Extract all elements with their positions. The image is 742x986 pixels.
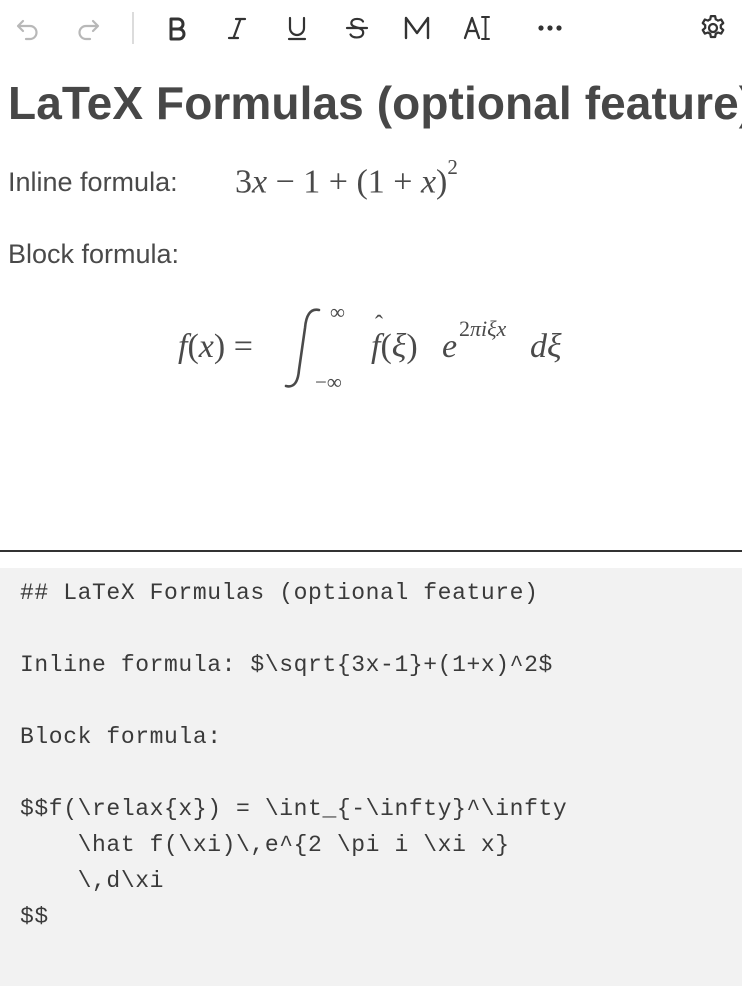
block-formula: f(x) = ∞ −∞ f(ξ) ˆ e 2πiξx dξ [178,300,562,394]
svg-text:∞: ∞ [330,300,345,324]
code-line: Inline formula: $\sqrt{3x-1}+(1+x)^2$ [20,652,553,678]
inline-formula-label: Inline formula: [8,167,178,197]
code-line: \,d\xi [20,868,165,894]
monospace-button[interactable] [397,8,437,48]
strikethrough-button[interactable] [337,8,377,48]
svg-text:−∞: −∞ [315,370,342,394]
undo-button[interactable] [8,8,48,48]
more-button[interactable] [530,8,570,48]
svg-text:f(x) =: f(x) = [178,328,253,365]
italic-button[interactable] [217,8,257,48]
more-icon [538,25,562,31]
monospace-icon [404,16,430,40]
svg-text:2πiξx: 2πiξx [459,316,507,341]
formatting-toolbar [0,0,742,58]
inline-formula: 3x − 1 + (1 + x)2 [235,155,458,201]
code-line: \hat f(\xi)\,e^{2 \pi i \xi x} [20,832,510,858]
redo-icon [78,19,100,41]
toolbar-separator [132,12,134,44]
underline-button[interactable] [277,8,317,48]
code-line: ## LaTeX Formulas (optional feature) [20,580,539,606]
strikethrough-icon [345,17,369,39]
underline-icon [287,16,307,41]
italic-icon [227,17,247,40]
gear-icon [701,15,725,39]
undo-icon [16,19,38,41]
svg-text:f(ξ): f(ξ) [371,328,418,365]
bold-icon [169,17,186,41]
clear-format-button[interactable] [457,8,497,48]
svg-text:ˆ: ˆ [375,312,383,338]
clear-format-icon [463,16,490,40]
code-line: $$ [20,904,49,930]
svg-text:dξ: dξ [530,328,562,365]
settings-button[interactable] [693,8,733,48]
preview-heading: LaTeX Formulas (optional feature) [8,77,742,129]
svg-text:e: e [442,328,457,365]
block-formula-label: Block formula: [8,239,180,269]
bold-button[interactable] [157,8,197,48]
code-line: $$f(\relax{x}) = \int_{-\infty}^\infty [20,796,568,822]
redo-button[interactable] [68,8,108,48]
markdown-source-editor[interactable]: ## LaTeX Formulas (optional feature) Inl… [0,568,742,986]
code-line: Block formula: [20,724,222,750]
pane-divider[interactable] [0,550,742,552]
